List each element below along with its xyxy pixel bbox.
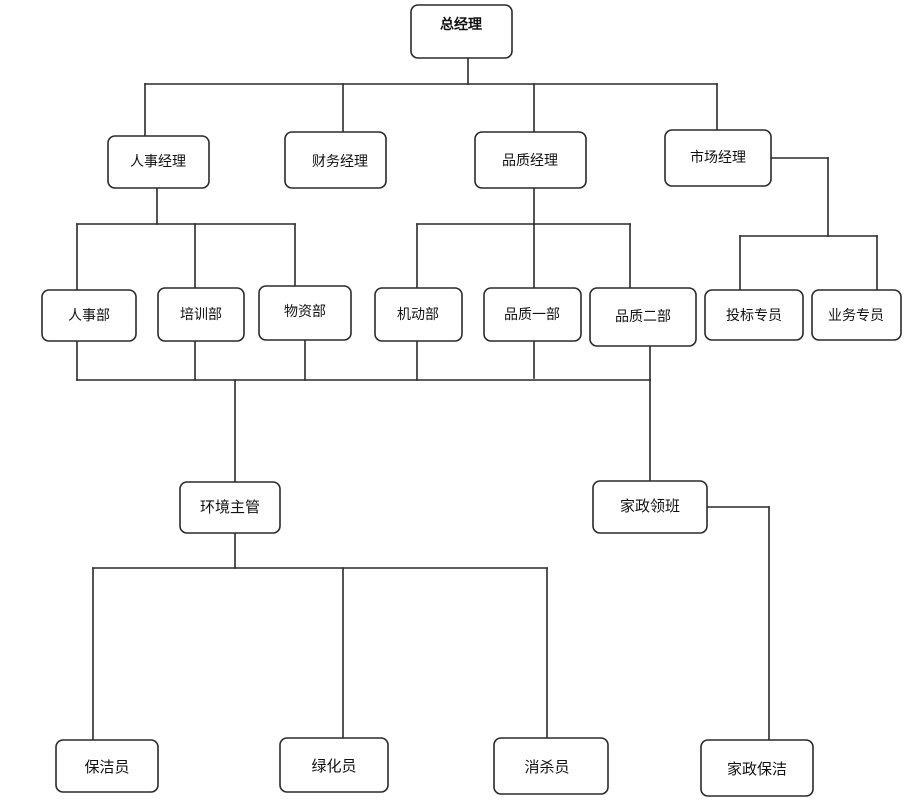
connector-lines <box>76 57 878 741</box>
node-pest-control[interactable]: 消杀员 <box>493 737 609 795</box>
node-quality-dept-1[interactable]: 品质一部 <box>483 287 582 342</box>
node-label: 市场经理 <box>690 149 746 166</box>
node-env-supervisor[interactable]: 环境主管 <box>179 481 281 534</box>
node-label: 人事经理 <box>130 154 186 170</box>
node-finance-manager[interactable]: 财务经理 <box>284 131 387 189</box>
node-label: 业务专员 <box>828 308 884 324</box>
node-materials-dept[interactable]: 物资部 <box>258 285 352 341</box>
node-business-specialist[interactable]: 业务专员 <box>811 289 902 341</box>
node-quality-manager[interactable]: 品质经理 <box>474 131 587 189</box>
node-housekeeping-lead[interactable]: 家政领班 <box>592 480 708 534</box>
node-housekeeping-cleaner[interactable]: 家政保洁 <box>700 739 814 797</box>
node-label: 家政保洁 <box>727 760 787 778</box>
node-general-manager[interactable]: 总经理 <box>410 4 513 59</box>
node-label: 家政领班 <box>620 497 680 515</box>
node-label: 物资部 <box>284 304 326 320</box>
node-mobile-dept[interactable]: 机动部 <box>374 287 463 342</box>
node-label: 绿化员 <box>311 757 356 775</box>
node-label: 总经理 <box>440 16 482 33</box>
node-hr-manager[interactable]: 人事经理 <box>107 135 210 189</box>
node-label: 人事部 <box>68 308 110 324</box>
node-label: 机动部 <box>397 307 439 323</box>
node-label: 培训部 <box>180 307 222 323</box>
node-label: 品质一部 <box>504 307 560 323</box>
node-cleaner[interactable]: 保洁员 <box>55 739 159 793</box>
node-label: 投标专员 <box>726 308 782 324</box>
node-quality-dept-2[interactable]: 品质二部 <box>589 287 697 347</box>
node-label: 财务经理 <box>312 154 368 170</box>
node-label: 消杀员 <box>524 758 569 776</box>
node-market-manager[interactable]: 市场经理 <box>664 129 772 187</box>
node-training-dept[interactable]: 培训部 <box>157 287 245 342</box>
node-label: 环境主管 <box>200 498 260 516</box>
node-hr-dept[interactable]: 人事部 <box>41 289 137 342</box>
node-label: 保洁员 <box>84 758 129 776</box>
node-label: 品质经理 <box>502 153 558 169</box>
node-boxes: 总经理 人事经理 财务经理 品质经理 市场经理 人事部 培训部 <box>41 4 902 797</box>
node-greening-staff[interactable]: 绿化员 <box>279 737 389 793</box>
node-bid-specialist[interactable]: 投标专员 <box>704 289 804 341</box>
node-label: 品质二部 <box>615 309 671 325</box>
